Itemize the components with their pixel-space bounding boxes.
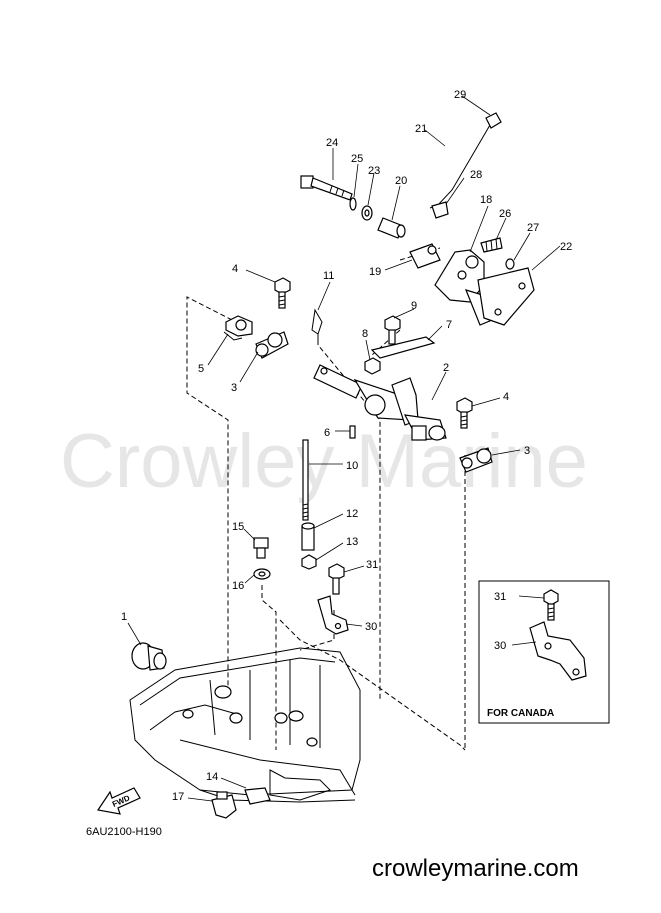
callout-21: 21 bbox=[415, 123, 427, 135]
callout-11: 11 bbox=[323, 270, 334, 282]
callout-12: 12 bbox=[346, 508, 358, 520]
part-16-washer bbox=[253, 568, 271, 580]
part-8-nut bbox=[364, 357, 381, 375]
inset-callout-30: 30 bbox=[494, 640, 506, 652]
callout-10: 10 bbox=[346, 460, 358, 472]
callout-22: 22 bbox=[560, 241, 572, 253]
callout-29: 29 bbox=[454, 89, 466, 101]
inset-callout-31: 31 bbox=[494, 591, 506, 603]
callout-1: 1 bbox=[121, 611, 127, 623]
part-26-screw bbox=[480, 237, 503, 253]
part-29-cap bbox=[485, 112, 502, 129]
callout-18: 18 bbox=[480, 194, 492, 206]
callout-9: 9 bbox=[411, 300, 417, 312]
callout-3: 3 bbox=[231, 382, 237, 394]
assembly-guide-lines bbox=[186, 247, 466, 751]
inset-caption: FOR CANADA bbox=[487, 708, 554, 719]
callout-7: 7 bbox=[446, 319, 452, 331]
part-15-bolt bbox=[253, 537, 269, 559]
part-2-shift-lever bbox=[313, 364, 447, 441]
callout-14: 14 bbox=[206, 771, 218, 783]
callout-26: 26 bbox=[499, 208, 511, 220]
part-10-shift-rod bbox=[302, 439, 309, 521]
fwd-arrow: FWD bbox=[96, 787, 141, 815]
part-30-bracket bbox=[317, 595, 349, 635]
part-31-bolt bbox=[328, 563, 345, 595]
part-24-bolt bbox=[300, 175, 353, 201]
part-7-plate bbox=[370, 336, 436, 359]
part-20-spacer bbox=[377, 217, 406, 239]
callout-28: 28 bbox=[470, 169, 482, 181]
part-25-washer bbox=[349, 197, 357, 211]
lower-cowling bbox=[129, 647, 361, 803]
part-6-pin bbox=[349, 425, 356, 439]
callout-30: 30 bbox=[365, 621, 377, 633]
callout-labels: 1 2 3 3 4 4 5 6 7 8 9 10 11 12 13 14 15 … bbox=[121, 89, 572, 803]
part-14-bracket bbox=[244, 787, 271, 805]
callout-24: 24 bbox=[326, 137, 338, 149]
callout-3: 3 bbox=[524, 445, 530, 457]
callout-5: 5 bbox=[198, 363, 204, 375]
part-13-nut bbox=[301, 554, 317, 570]
callout-23: 23 bbox=[368, 165, 380, 177]
part-5-clip bbox=[223, 315, 253, 341]
part-23-washer bbox=[361, 205, 373, 221]
callout-17: 17 bbox=[172, 791, 184, 803]
leader-lines bbox=[127, 95, 561, 802]
watermark-text: Crowley Marine bbox=[60, 419, 588, 504]
part-9-screw bbox=[384, 315, 401, 345]
diagram-code: 6AU2100-H190 bbox=[86, 826, 162, 838]
callout-8: 8 bbox=[362, 328, 368, 340]
part-28-clip bbox=[431, 201, 449, 219]
callout-4: 4 bbox=[232, 263, 238, 275]
part-4-bolt-lower bbox=[456, 397, 473, 429]
callout-19: 19 bbox=[369, 266, 381, 278]
part-11-link-rod bbox=[311, 308, 323, 340]
inset-for-canada: 31 30 FOR CANADA bbox=[478, 580, 610, 724]
callout-31: 31 bbox=[366, 559, 378, 571]
callout-20: 20 bbox=[395, 175, 407, 187]
footer-url[interactable]: crowleymarine.com bbox=[372, 855, 579, 882]
part-4-bolt-upper bbox=[274, 277, 291, 309]
callout-6: 6 bbox=[324, 427, 330, 439]
part-17-holder bbox=[211, 791, 237, 819]
part-12-collar bbox=[301, 522, 315, 551]
callout-2: 2 bbox=[443, 362, 449, 374]
part-1-grommet bbox=[131, 642, 167, 671]
callout-25: 25 bbox=[351, 153, 363, 165]
part-22-bracket bbox=[477, 267, 535, 326]
part-3-link-joint-upper bbox=[255, 331, 289, 359]
callout-27: 27 bbox=[527, 222, 539, 234]
callout-13: 13 bbox=[346, 536, 358, 548]
callout-16: 16 bbox=[232, 580, 244, 592]
part-3-link-joint-lower bbox=[459, 447, 493, 473]
part-27-washer bbox=[505, 258, 515, 270]
callout-4: 4 bbox=[503, 391, 509, 403]
callout-15: 15 bbox=[232, 521, 244, 533]
part-19-link-joint bbox=[409, 243, 441, 269]
